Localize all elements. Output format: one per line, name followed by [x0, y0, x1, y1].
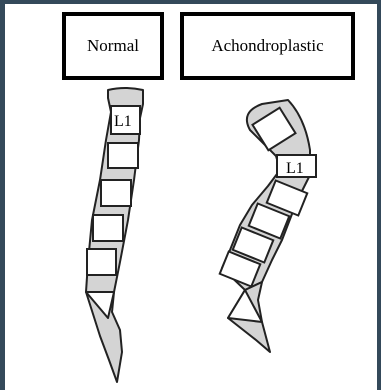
normal-vertebra-l2 — [108, 143, 138, 168]
normal-vertebra-l5 — [87, 249, 116, 275]
achondroplastic-l1-label: L1 — [286, 160, 304, 177]
achondroplastic-spine: L1 — [220, 100, 316, 352]
normal-spine: L1 — [86, 88, 143, 382]
normal-vertebra-l4 — [93, 215, 123, 241]
normal-l1-label: L1 — [114, 113, 132, 130]
normal-vertebra-l3 — [101, 180, 131, 206]
